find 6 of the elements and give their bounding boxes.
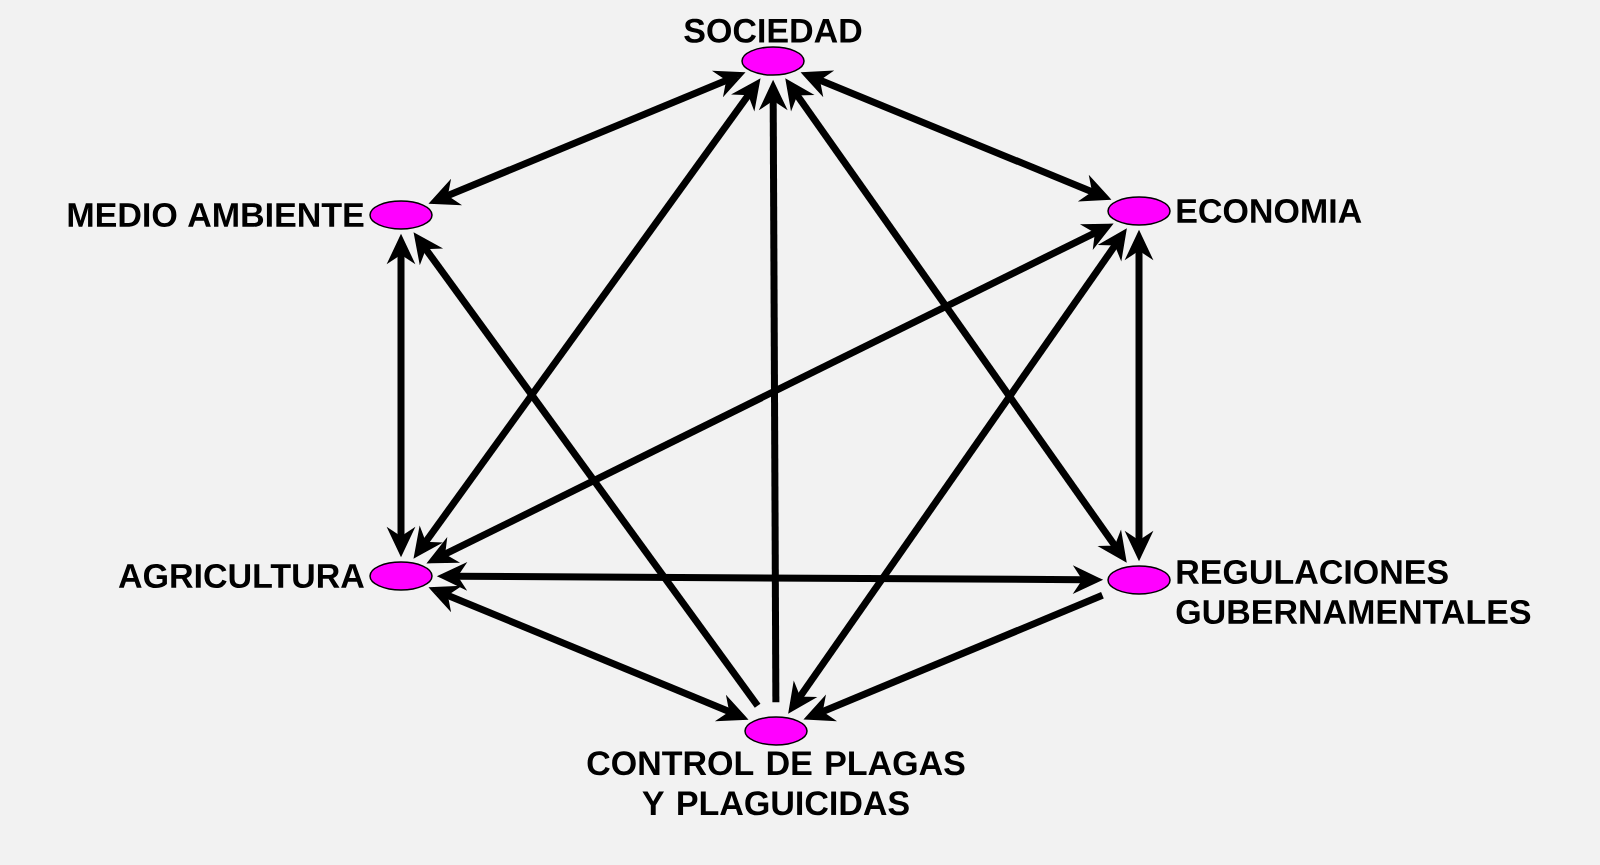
node-label: ECONOMIA	[1177, 198, 1362, 224]
node-label: SOCIEDAD	[684, 18, 862, 43]
node-label: AGRICULTURA	[118, 563, 364, 589]
node-label: REGULACIONES GUBERNAMENTALES	[1176, 559, 1531, 625]
node-label: MEDIO AMBIENTE	[68, 202, 364, 228]
node-label: CONTROL DE PLAGAS Y PLAGUICIDAS	[587, 751, 965, 816]
